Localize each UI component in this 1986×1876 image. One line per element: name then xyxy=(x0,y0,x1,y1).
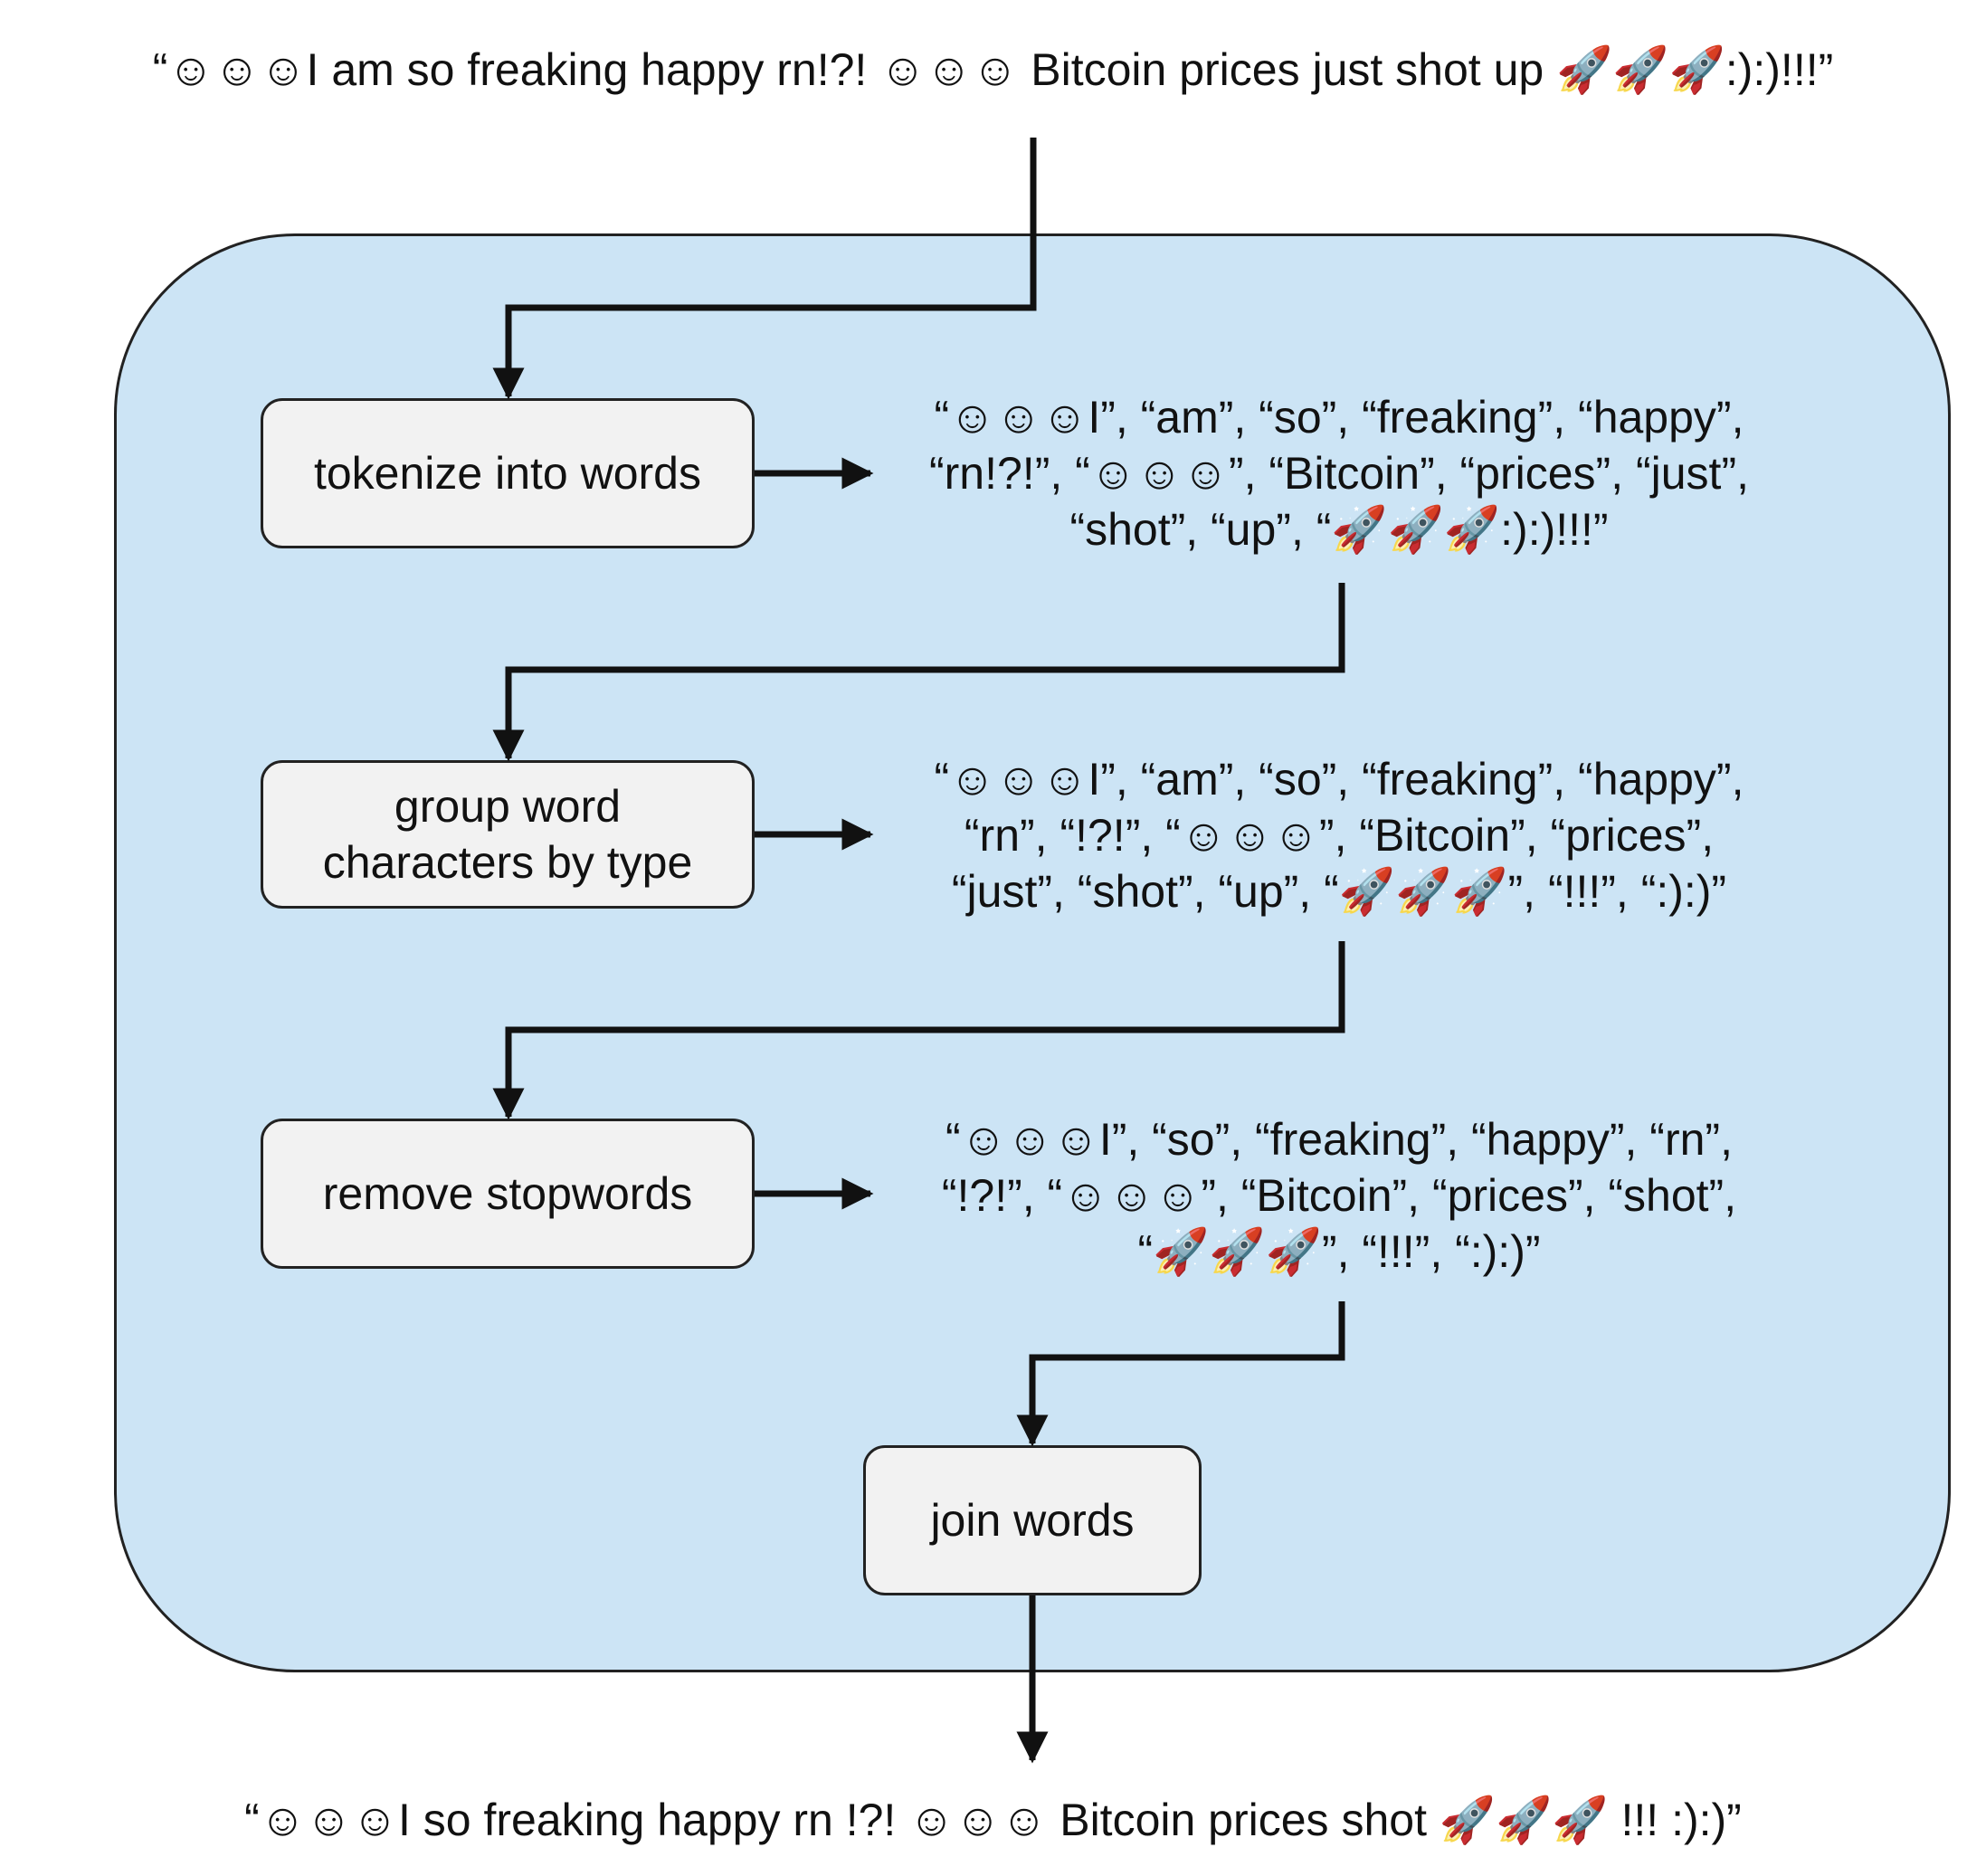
step-label: group word xyxy=(394,781,622,832)
result-line: “🚀🚀🚀”, “!!!”, “:):)” xyxy=(1137,1226,1541,1277)
input-connector-arrow xyxy=(492,138,1037,400)
join-words-step: join words xyxy=(863,1445,1202,1595)
tokenize-to-group-arrow xyxy=(492,583,1345,762)
remove-stopwords-step: remove stopwords xyxy=(261,1119,755,1269)
result-line: “☺☺☺I”, “am”, “so”, “freaking”, “happy”, xyxy=(934,392,1744,443)
group-characters-step: group word characters by type xyxy=(261,760,755,909)
tokenize-step: tokenize into words xyxy=(261,398,755,548)
input-text: “☺☺☺I am so freaking happy rn!?! ☺☺☺ Bit… xyxy=(152,44,1834,95)
output-text: “☺☺☺I so freaking happy rn !?! ☺☺☺ Bitco… xyxy=(244,1795,1742,1845)
result-line: “rn”, “!?!”, “☺☺☺”, “Bitcoin”, “prices”, xyxy=(964,810,1715,861)
tokenize-result: “☺☺☺I”, “am”, “so”, “freaking”, “happy”,… xyxy=(869,389,1810,557)
result-line: “shot”, “up”, “🚀🚀🚀:):)!!!” xyxy=(1069,504,1609,555)
result-line: “rn!?!”, “☺☺☺”, “Bitcoin”, “prices”, “ju… xyxy=(929,448,1749,499)
remove-stopwords-result: “☺☺☺I”, “so”, “freaking”, “happy”, “rn”,… xyxy=(869,1111,1810,1280)
group-characters-result: “☺☺☺I”, “am”, “so”, “freaking”, “happy”,… xyxy=(869,751,1810,919)
step-label: tokenize into words xyxy=(313,448,701,499)
result-line: “!?!”, “☺☺☺”, “Bitcoin”, “prices”, “shot… xyxy=(941,1170,1737,1221)
step-label: characters by type xyxy=(322,837,693,888)
step-label: join words xyxy=(930,1495,1135,1546)
group-to-stopwords-arrow xyxy=(492,941,1345,1120)
result-line: “☺☺☺I”, “so”, “freaking”, “happy”, “rn”, xyxy=(945,1114,1733,1165)
stopwords-to-join-arrow xyxy=(1016,1301,1345,1447)
result-line: “just”, “shot”, “up”, “🚀🚀🚀”, “!!!”, “:):… xyxy=(951,866,1727,917)
result-line: “☺☺☺I”, “am”, “so”, “freaking”, “happy”, xyxy=(934,754,1744,805)
step-label: remove stopwords xyxy=(322,1168,693,1219)
